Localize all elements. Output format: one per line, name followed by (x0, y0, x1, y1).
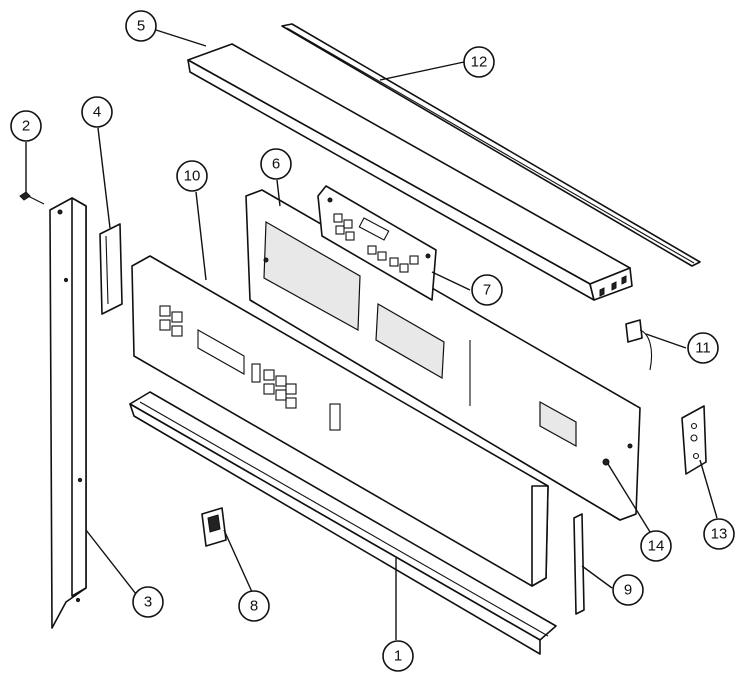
callout-label: 2 (22, 118, 30, 135)
part-2-screw (19, 191, 45, 205)
callout-label: 11 (695, 340, 711, 357)
part-11-connector (625, 319, 653, 371)
callout-label: 5 (137, 18, 145, 35)
part-9-strip (573, 513, 585, 615)
part-13-hinge (681, 405, 707, 475)
callout-13: 13 (703, 518, 735, 550)
part-1-bottom-trim (129, 391, 557, 655)
part-8-switch (201, 507, 227, 547)
part-7-control-board (317, 185, 437, 301)
callout-label: 8 (250, 598, 258, 615)
callout-11: 11 (687, 332, 719, 364)
part-6-bracket (245, 189, 641, 521)
callout-5: 5 (125, 10, 157, 42)
part-14-screw (602, 458, 610, 466)
part-10-front-panel (131, 255, 549, 587)
callout-14: 14 (640, 530, 672, 562)
callout-label: 7 (483, 282, 491, 299)
callout-label: 6 (272, 156, 280, 173)
part-5-top-trim (187, 43, 633, 301)
callout-label: 1 (394, 648, 402, 665)
callout-label: 4 (93, 104, 101, 121)
callout-label: 9 (624, 582, 632, 599)
callout-3: 3 (132, 586, 164, 618)
callout-8: 8 (238, 590, 270, 622)
part-12-rod (281, 23, 701, 267)
callout-7: 7 (471, 274, 503, 306)
callout-label: 13 (711, 526, 728, 543)
callout-4: 4 (81, 96, 113, 128)
callout-10: 10 (176, 160, 208, 192)
leader-lines (25, 29, 718, 640)
callout-label: 3 (144, 594, 152, 611)
callout-label: 10 (184, 168, 201, 185)
callout-1: 1 (382, 640, 414, 672)
callout-12: 12 (463, 46, 495, 78)
part-3-side-bracket (49, 197, 87, 629)
part-4-plate (99, 223, 123, 315)
callout-6: 6 (260, 148, 292, 180)
callout-label: 14 (648, 538, 665, 555)
callout-2: 2 (10, 110, 42, 142)
callout-label: 12 (471, 54, 488, 71)
callout-9: 9 (612, 574, 644, 606)
